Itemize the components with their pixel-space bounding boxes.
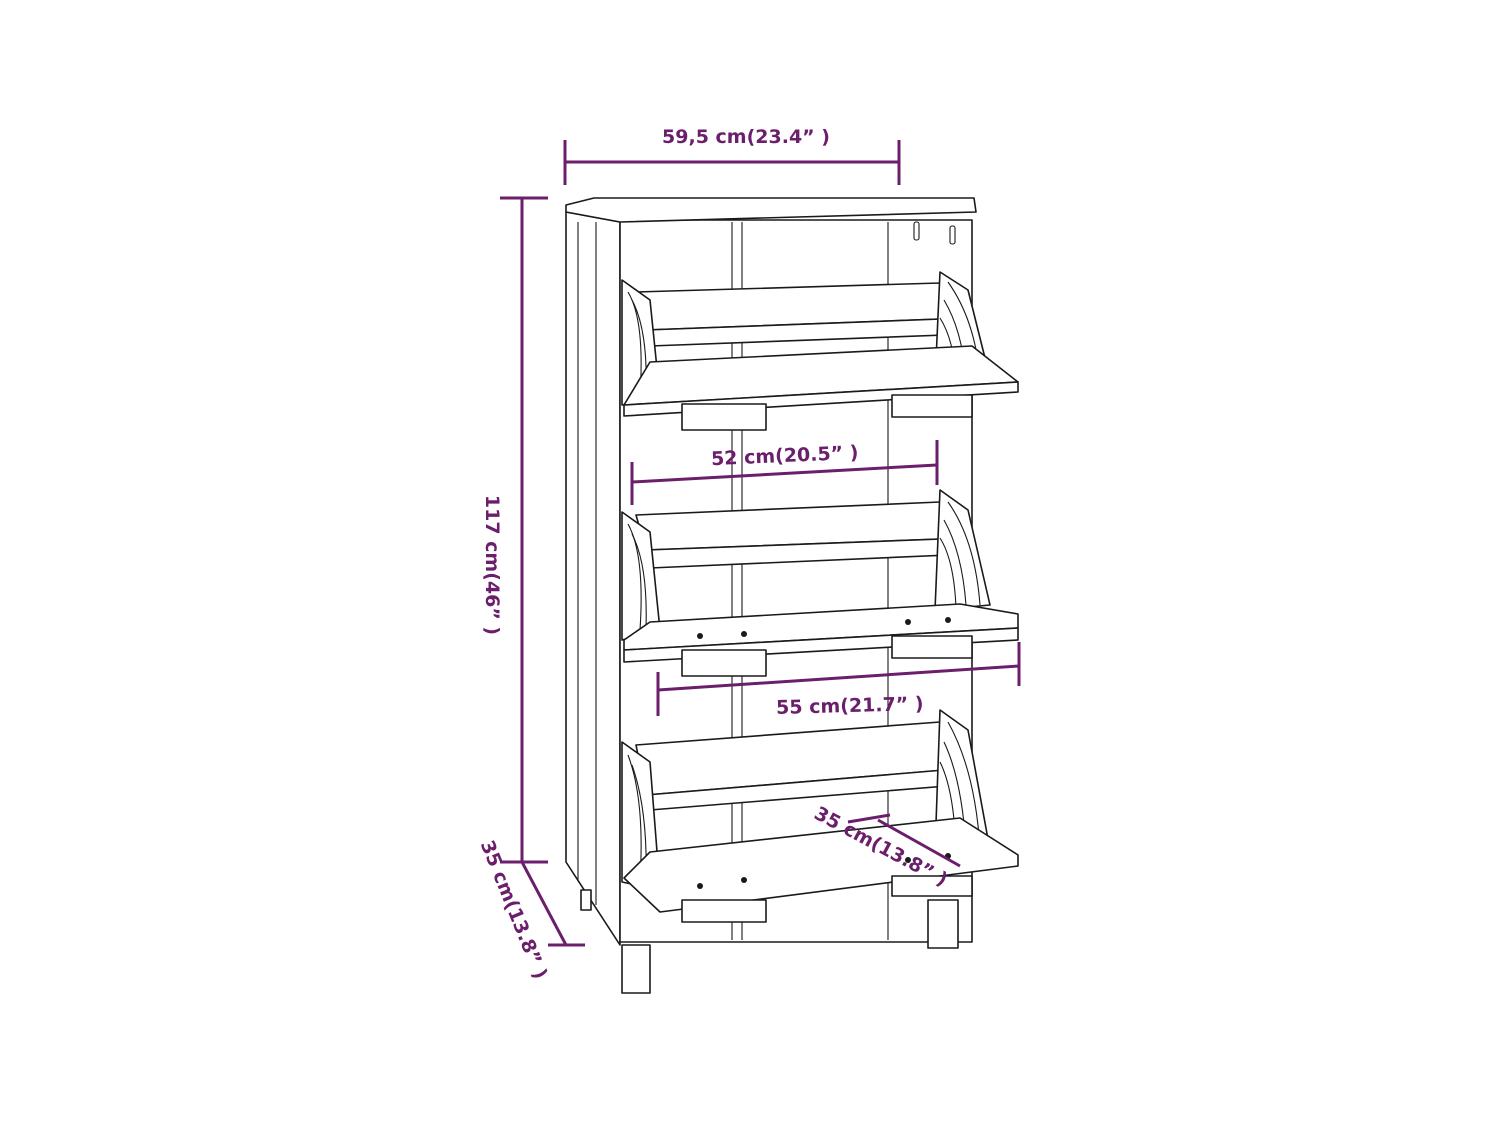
cabinet-side-panel (565, 211, 621, 946)
shoe-flap-top (621, 271, 1019, 431)
cabinet-drawing (565, 197, 1019, 994)
cabinet-leg (621, 944, 651, 994)
height-label: 117 cm(46” ) (481, 495, 503, 635)
cabinet-leg (580, 889, 592, 911)
width-label: 59,5 cm(23.4” ) (662, 126, 830, 148)
flap-width-label: 55 cm(21.7” ) (776, 693, 924, 719)
cabinet-leg (927, 899, 959, 949)
depth-label: 35 cm(13.8” ) (476, 837, 552, 982)
dimension-lines (500, 140, 1021, 947)
shoe-flap-middle (621, 489, 1019, 677)
shoe-flap-bottom (621, 709, 1019, 923)
cabinet-top-board (565, 197, 977, 223)
